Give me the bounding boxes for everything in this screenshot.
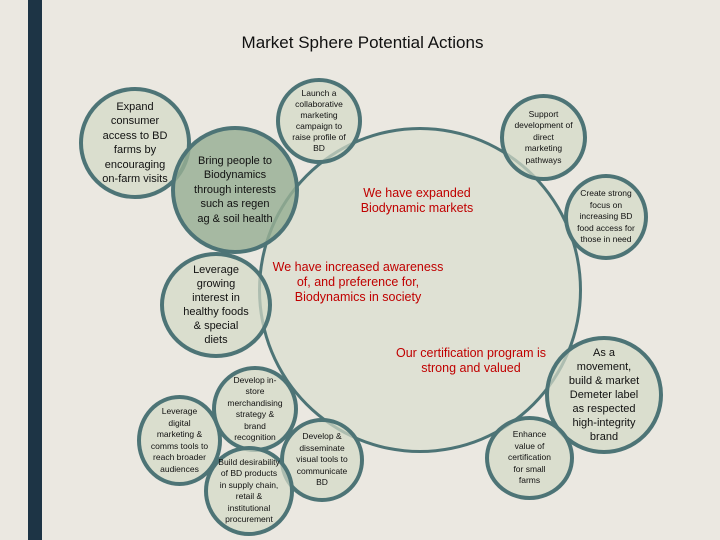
action-expand-consumer-access-label: Expand consumer access to BD farms by en… — [102, 100, 168, 186]
action-launch-campaign: Launch a collaborative marketing campaig… — [276, 78, 362, 164]
action-demeter-label-text: As a movement, build & market Demeter la… — [568, 347, 640, 443]
outcome-increased-awareness: We have increased awareness of, and pref… — [272, 260, 444, 304]
action-food-access: Create strong focus on increasing BD foo… — [564, 174, 648, 260]
action-digital-marketing-label: Leverage digital marketing & comms tools… — [150, 406, 209, 474]
outcome-expanded-markets: We have expanded Biodynamic markets — [360, 186, 474, 215]
action-visual-tools-label: Develop & disseminate visual tools to co… — [296, 431, 348, 488]
action-build-desirability: Build desirability of BD products in sup… — [204, 446, 294, 536]
market-sphere-circle — [258, 127, 582, 453]
sidebar-accent-bar — [28, 0, 42, 540]
action-expand-consumer-access: Expand consumer access to BD farms by en… — [79, 87, 191, 199]
action-support-direct-marketing: Support development of direct marketing … — [500, 94, 587, 181]
page-title: Market Sphere Potential Actions — [241, 33, 484, 52]
action-leverage-interest: Leverage growing interest in healthy foo… — [160, 252, 272, 358]
action-support-direct-marketing-label: Support development of direct marketing … — [514, 108, 573, 165]
action-visual-tools: Develop & disseminate visual tools to co… — [280, 418, 364, 502]
outcome-certification-program: Our certification program is strong and … — [395, 346, 547, 375]
action-build-desirability-label: Build desirability of BD products in sup… — [218, 456, 280, 525]
action-launch-campaign-label: Launch a collaborative marketing campaig… — [292, 88, 346, 153]
action-demeter-label: As a movement, build & market Demeter la… — [545, 336, 663, 454]
action-bring-people: Bring people to Biodynamics through inte… — [171, 126, 299, 254]
action-food-access-label: Create strong focus on increasing BD foo… — [577, 188, 635, 245]
action-instore-merchandising-label: Develop in-store merchandising strategy … — [227, 374, 283, 443]
action-small-farms-label: Enhance value of certification for small… — [508, 429, 551, 486]
action-small-farms: Enhance value of certification for small… — [485, 416, 574, 500]
action-bring-people-label: Bring people to Biodynamics through inte… — [194, 154, 276, 225]
action-leverage-interest-label: Leverage growing interest in healthy foo… — [183, 264, 249, 346]
